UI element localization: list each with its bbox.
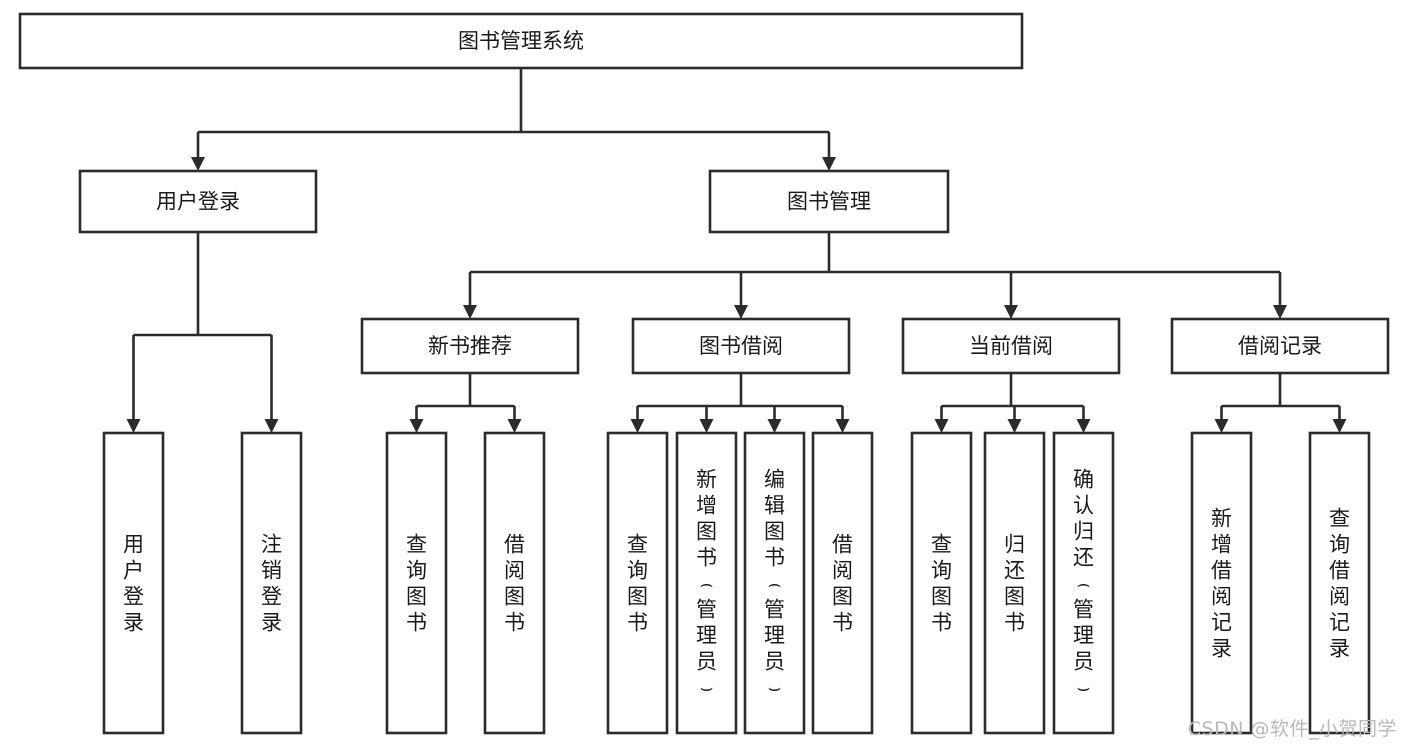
node-box-user-login: [78, 169, 318, 234]
node-leaf-user-login[interactable]: 用户登录: [102, 431, 165, 735]
arrow-head-leaf-edit-book-admin: [767, 419, 782, 433]
arrow-head-leaf-borrow-query-book: [630, 419, 645, 433]
arrow-head-leaf-user-login: [126, 419, 141, 433]
node-label-leaf-edit-book-admin: 编辑图书⌢管理员⌣: [764, 467, 785, 699]
node-layer: 图书管理系统用户登录图书管理新书推荐图书借阅当前借阅借阅记录用户登录注销登录查询…: [18, 12, 1390, 735]
node-box-leaf-query-record: [1308, 431, 1371, 735]
node-box-borrow-record: [1170, 317, 1390, 375]
arrow-head-leaf-query-record: [1332, 419, 1347, 433]
node-label-book-manage: 图书管理: [787, 190, 871, 214]
node-leaf-add-record[interactable]: 新增借阅记录: [1190, 431, 1253, 735]
node-box-leaf-return-book: [983, 431, 1046, 735]
node-label-leaf-return-book: 归还图书: [1004, 532, 1025, 634]
node-leaf-cur-query-book[interactable]: 查询图书: [910, 431, 973, 735]
connector-group-current-borrow: [934, 373, 1091, 433]
node-box-leaf-logout: [240, 431, 303, 735]
connector-layer: [126, 68, 1347, 433]
node-label-leaf-add-book-admin: 新增图书⌢管理员⌣: [696, 467, 717, 699]
arrow-head-leaf-confirm-return-admin: [1076, 419, 1091, 433]
node-label-leaf-confirm-return-admin: 确认归还⌢管理员⌣: [1073, 467, 1094, 699]
node-leaf-rec-borrow-book[interactable]: 借阅图书: [483, 431, 546, 735]
node-user-login[interactable]: 用户登录: [78, 169, 318, 234]
connector-group-book-manage: [463, 232, 1287, 319]
node-label-leaf-borrow-book: 借阅图书: [832, 532, 853, 634]
node-label-borrow-record: 借阅记录: [1238, 334, 1322, 358]
node-book-manage[interactable]: 图书管理: [708, 169, 950, 234]
node-box-current-borrow: [901, 317, 1121, 375]
arrow-head-leaf-rec-query-book: [409, 419, 424, 433]
node-current-borrow[interactable]: 当前借阅: [901, 317, 1121, 375]
node-leaf-confirm-return-admin[interactable]: 确认归还⌢管理员⌣: [1052, 431, 1115, 735]
node-leaf-logout[interactable]: 注销登录: [240, 431, 303, 735]
connector-group-book-borrow: [630, 373, 850, 433]
node-leaf-borrow-query-book[interactable]: 查询图书: [606, 431, 669, 735]
node-box-leaf-add-book-admin: [675, 431, 738, 735]
arrow-head-leaf-rec-borrow-book: [507, 419, 522, 433]
node-label-new-book-rec: 新书推荐: [428, 334, 512, 358]
node-box-leaf-add-record: [1190, 431, 1253, 735]
node-leaf-return-book[interactable]: 归还图书: [983, 431, 1046, 735]
connector-group-root: [191, 68, 836, 171]
node-box-new-book-rec: [360, 317, 580, 375]
node-leaf-rec-query-book[interactable]: 查询图书: [385, 431, 448, 735]
connector-group-new-book-rec: [409, 373, 522, 433]
node-box-book-manage: [708, 169, 950, 234]
node-label-leaf-user-login: 用户登录: [123, 532, 144, 634]
node-label-root: 图书管理系统: [458, 29, 584, 53]
node-label-leaf-query-record: 查询借阅记录: [1329, 506, 1350, 660]
arrow-head-user-login: [191, 157, 205, 171]
node-label-leaf-rec-borrow-book: 借阅图书: [504, 532, 525, 634]
node-label-current-borrow: 当前借阅: [969, 334, 1053, 358]
node-label-leaf-rec-query-book: 查询图书: [406, 532, 427, 634]
node-label-user-login: 用户登录: [156, 190, 240, 214]
node-label-leaf-cur-query-book: 查询图书: [931, 532, 952, 634]
node-label-leaf-add-record: 新增借阅记录: [1211, 506, 1232, 660]
arrow-head-leaf-cur-query-book: [934, 419, 949, 433]
arrow-head-book-borrow: [734, 305, 748, 319]
node-box-leaf-edit-book-admin: [743, 431, 806, 735]
connector-group-borrow-record: [1214, 373, 1347, 433]
node-borrow-record[interactable]: 借阅记录: [1170, 317, 1390, 375]
arrow-head-leaf-add-record: [1214, 419, 1229, 433]
arrow-head-book-manage: [822, 157, 836, 171]
node-box-root: [18, 12, 1024, 70]
arrow-head-leaf-add-book-admin: [699, 419, 714, 433]
node-label-leaf-logout: 注销登录: [261, 532, 282, 634]
arrow-head-leaf-borrow-book: [835, 419, 850, 433]
node-leaf-add-book-admin[interactable]: 新增图书⌢管理员⌣: [675, 431, 738, 735]
node-box-leaf-rec-borrow-book: [483, 431, 546, 735]
node-box-leaf-rec-query-book: [385, 431, 448, 735]
node-box-leaf-user-login: [102, 431, 165, 735]
node-box-leaf-borrow-book: [811, 431, 874, 735]
node-box-leaf-borrow-query-book: [606, 431, 669, 735]
connector-group-user-login: [126, 232, 279, 433]
node-label-book-borrow: 图书借阅: [699, 334, 783, 358]
arrow-head-leaf-logout: [264, 419, 279, 433]
csdn-watermark: CSDN @软件_小贺同学: [1187, 718, 1397, 740]
node-box-leaf-cur-query-book: [910, 431, 973, 735]
arrow-head-new-book-rec: [463, 305, 477, 319]
node-label-leaf-borrow-query-book: 查询图书: [627, 532, 648, 634]
node-new-book-rec[interactable]: 新书推荐: [360, 317, 580, 375]
arrow-head-leaf-return-book: [1007, 419, 1022, 433]
arrow-head-current-borrow: [1004, 305, 1018, 319]
node-root[interactable]: 图书管理系统: [18, 12, 1024, 70]
node-book-borrow[interactable]: 图书借阅: [631, 317, 851, 375]
node-box-leaf-confirm-return-admin: [1052, 431, 1115, 735]
node-box-book-borrow: [631, 317, 851, 375]
node-leaf-query-record[interactable]: 查询借阅记录: [1308, 431, 1371, 735]
arrow-head-borrow-record: [1273, 305, 1287, 319]
node-leaf-borrow-book[interactable]: 借阅图书: [811, 431, 874, 735]
node-leaf-edit-book-admin[interactable]: 编辑图书⌢管理员⌣: [743, 431, 806, 735]
